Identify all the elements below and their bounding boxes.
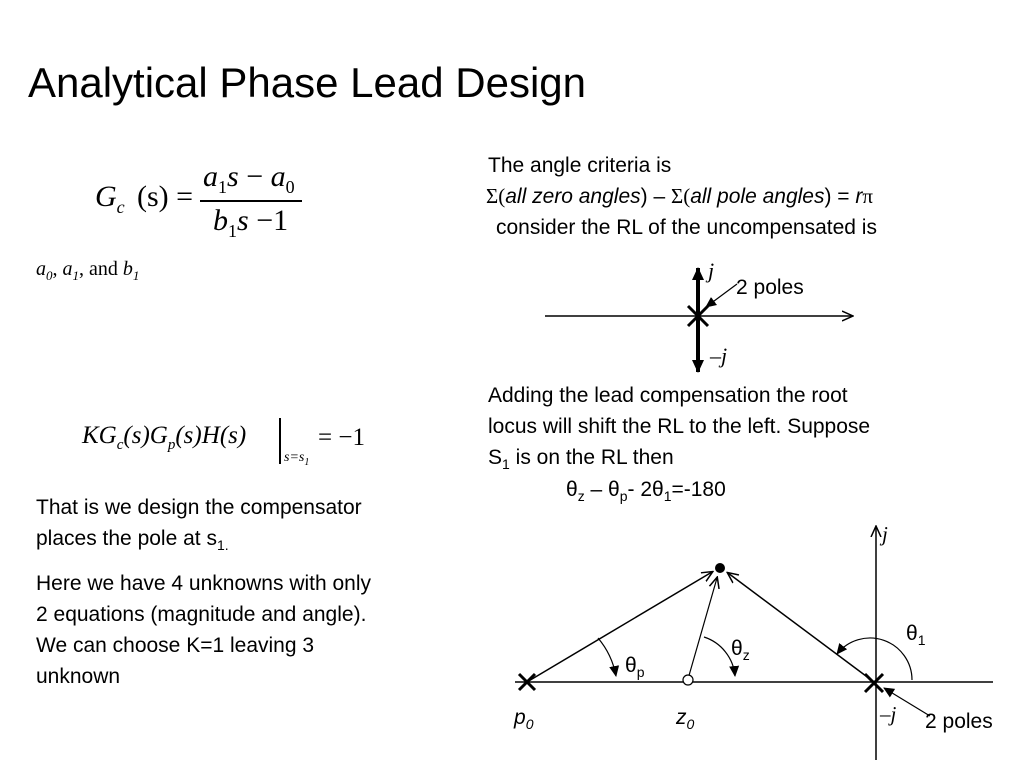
theta-1-label: θ1 — [906, 622, 926, 649]
theta-p-label: θp — [625, 654, 645, 681]
z0-zero-mark — [682, 674, 694, 686]
rl2-poles-pointer — [883, 687, 931, 717]
lead-text-line1: Adding the lead compensation the root — [488, 384, 848, 407]
rl1-neg-j-label: –j — [710, 343, 728, 368]
vector-from-p0 — [526, 572, 712, 683]
s1-point — [715, 563, 725, 573]
rl2-j-label: j — [882, 522, 888, 546]
vector-from-z0 — [687, 578, 717, 680]
unknowns-list: a0, a1, and b1 — [36, 258, 140, 283]
lead-text-line3: S1 is on the RL then — [488, 446, 674, 473]
characteristic-equation: KGc(s)Gp(s)H(s) — [82, 422, 247, 453]
design-p2-line4: unknown — [36, 665, 121, 688]
theta-z-label: θz — [731, 637, 750, 664]
design-p1-line1: That is we design the compensator — [36, 496, 362, 519]
transfer-function-equation: Gc (s) = a1s − a0 b1s −1 — [95, 160, 315, 241]
angle-criteria-formula: Σ(all zero angles) – Σ(all pole angles) … — [486, 184, 874, 208]
denominator: b1s −1 — [213, 204, 289, 241]
rl1-poles-pointer — [705, 283, 738, 308]
theta-1-arc — [836, 637, 913, 681]
equation-rhs: = −1 — [318, 424, 365, 451]
rl1-poles-label: 2 poles — [736, 276, 804, 299]
gc-argument: (s) = — [137, 180, 194, 213]
angle-equation: θz – θp- 2θ1=-180 — [566, 478, 726, 505]
evaluation-point: s=s1 — [284, 450, 310, 468]
numerator: a1s − a0 — [203, 160, 295, 197]
design-p2-line3: We can choose K=1 leaving 3 — [36, 634, 315, 657]
gc-symbol: Gc — [95, 180, 125, 217]
slide-title: Analytical Phase Lead Design — [28, 59, 587, 106]
design-p2-line1: Here we have 4 unknowns with only — [36, 572, 372, 595]
rl2-neg-j-label: –j — [880, 702, 897, 726]
rl1-j-label: j — [708, 258, 715, 283]
design-p2-line2: 2 equations (magnitude and angle). — [36, 603, 367, 626]
evaluation-bar — [279, 418, 281, 464]
rl2-double-pole-mark — [863, 672, 885, 694]
rl2-poles-label: 2 poles — [925, 710, 993, 733]
theta-p-arc — [597, 637, 620, 677]
fraction-bar — [200, 200, 302, 202]
design-p1-line2: places the pole at s1. — [36, 527, 229, 554]
vector-from-pole — [728, 573, 875, 683]
angle-criteria-line3: consider the RL of the uncompensated is — [496, 216, 877, 239]
p0-pole-mark — [517, 672, 537, 692]
angle-criteria-line1: The angle criteria is — [488, 154, 672, 177]
rl1-double-pole-mark — [686, 304, 710, 328]
theta-z-arc — [703, 636, 740, 677]
lead-text-line2: locus will shift the RL to the left. Sup… — [488, 415, 871, 438]
z0-label: z0 — [676, 706, 695, 733]
p0-label: p0 — [514, 706, 534, 733]
